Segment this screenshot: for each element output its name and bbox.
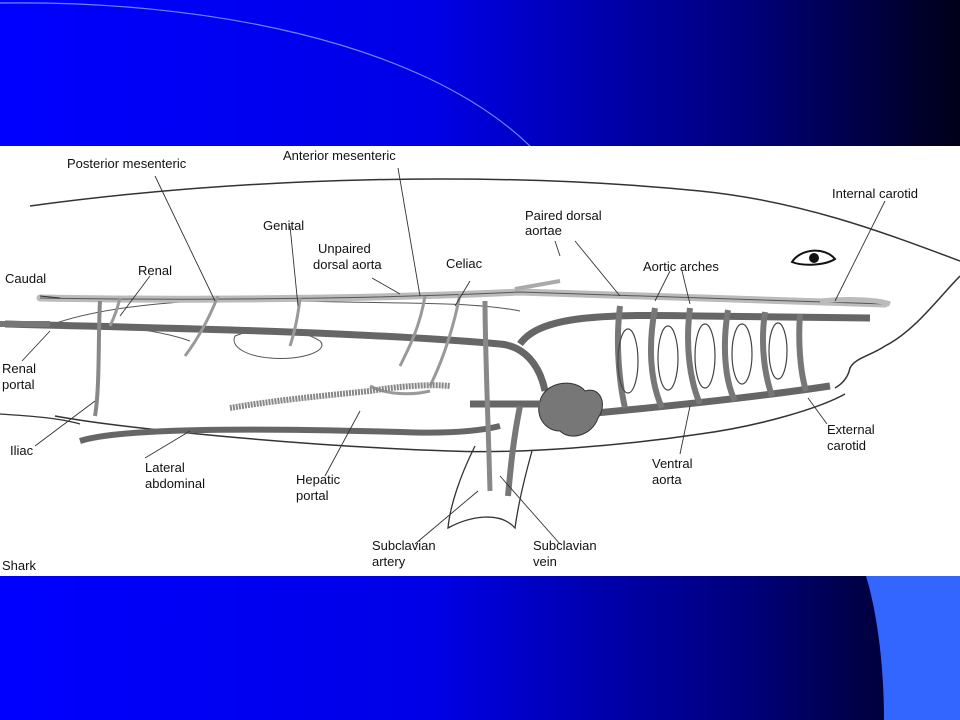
label-subclavian-vein-2: vein (533, 554, 557, 569)
heart (538, 382, 603, 437)
label-anterior-mesenteric: Anterior mesenteric (283, 148, 396, 163)
label-renal: Renal (138, 263, 172, 278)
diagram-panel: Posterior mesenteric Anterior mesenteric… (0, 146, 960, 576)
label-unpaired-dorsal-1: Unpaired (318, 241, 371, 256)
internal-carotid (819, 297, 891, 307)
label-internal-carotid: Internal carotid (832, 186, 918, 201)
tail-outline (0, 413, 81, 425)
label-lateral-abdominal-2: abdominal (145, 476, 205, 491)
subclavian-artery (482, 300, 493, 492)
label-genital: Genital (263, 218, 305, 233)
label-subclavian-vein-1: Subclavian (533, 538, 597, 553)
label-renal-portal-2: portal (2, 377, 35, 392)
lateral-abdominal-vein (79, 423, 501, 444)
label-paired-dorsal-1: Paired dorsal (525, 208, 602, 223)
label-subclavian-artery-2: artery (372, 554, 406, 569)
diagram-caption: Shark (2, 558, 36, 573)
subclavian-vein (505, 405, 523, 497)
label-aortic-arches: Aortic arches (643, 259, 719, 274)
posterior-cardinal-vein (4, 320, 549, 392)
label-caudal: Caudal (5, 271, 47, 286)
label-hepatic-portal-1: Hepatic (296, 472, 341, 487)
visceral-branches (108, 293, 462, 396)
label-hepatic-portal-2: portal (296, 488, 329, 503)
label-lateral-abdominal-1: Lateral (145, 460, 185, 475)
label-external-carotid-2: carotid (827, 438, 867, 453)
eye-pupil (809, 253, 819, 263)
label-paired-dorsal-2: aortae (525, 223, 562, 238)
body-outline (29, 178, 960, 262)
gill-slits (617, 322, 788, 394)
pectoral-fin (447, 445, 533, 530)
shark-circulation-diagram (0, 167, 960, 545)
aortic-arches (614, 305, 809, 410)
hepatic-portal-vein (229, 382, 451, 411)
decorative-arc (0, 2, 531, 146)
label-unpaired-dorsal-2: dorsal aorta (313, 257, 382, 272)
label-ventral-aorta-2: aorta (652, 472, 682, 487)
label-iliac: Iliac (10, 443, 34, 458)
label-ventral-aorta-1: Ventral (652, 456, 693, 471)
label-external-carotid-1: External (827, 422, 875, 437)
anterior-cardinal-vein (517, 311, 871, 347)
renal-portal-vein (93, 300, 102, 417)
label-posterior-mesenteric: Posterior mesenteric (67, 156, 187, 171)
snout-outline (834, 275, 960, 389)
leader-lines (21, 167, 886, 545)
label-subclavian-artery-1: Subclavian (372, 538, 436, 553)
label-celiac: Celiac (446, 256, 483, 271)
label-renal-portal-1: Renal (2, 361, 36, 376)
